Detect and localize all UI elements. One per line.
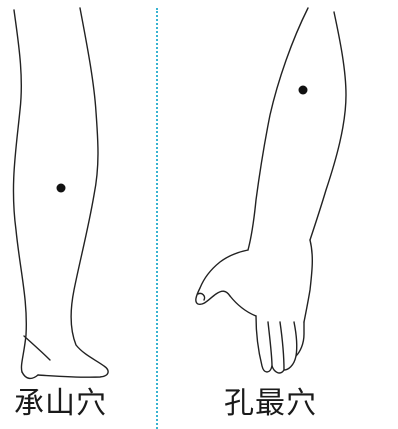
index-finger-outline [255, 315, 273, 373]
palm-outline [303, 239, 313, 323]
leg-illustration [12, 7, 109, 380]
arm-radial-outline [247, 7, 309, 251]
arm-illustration [195, 7, 347, 374]
chengshan-acupoint-marker [56, 183, 66, 193]
leg-front-outline [37, 7, 109, 378]
kongzui-label: 孔最穴 [224, 386, 317, 421]
heel-outline [21, 371, 39, 380]
ring-finger-outline [283, 321, 298, 371]
arm-ulnar-outline [309, 11, 347, 241]
finger-separation [267, 321, 273, 367]
arm-figure-panel: 孔最穴 [160, 0, 398, 429]
thumb-nail [197, 292, 206, 301]
chengshan-label: 承山穴 [14, 386, 107, 421]
thumb-outline [195, 249, 249, 306]
leg-figure-panel: 承山穴 [0, 0, 155, 429]
palm-crease [229, 295, 257, 317]
pinky-finger-outline [295, 321, 305, 357]
middle-finger-outline [271, 321, 285, 374]
kongzui-acupoint-marker [298, 85, 308, 95]
achilles-outline [23, 335, 51, 361]
leg-back-outline [12, 9, 28, 373]
dotted-divider [156, 8, 158, 429]
